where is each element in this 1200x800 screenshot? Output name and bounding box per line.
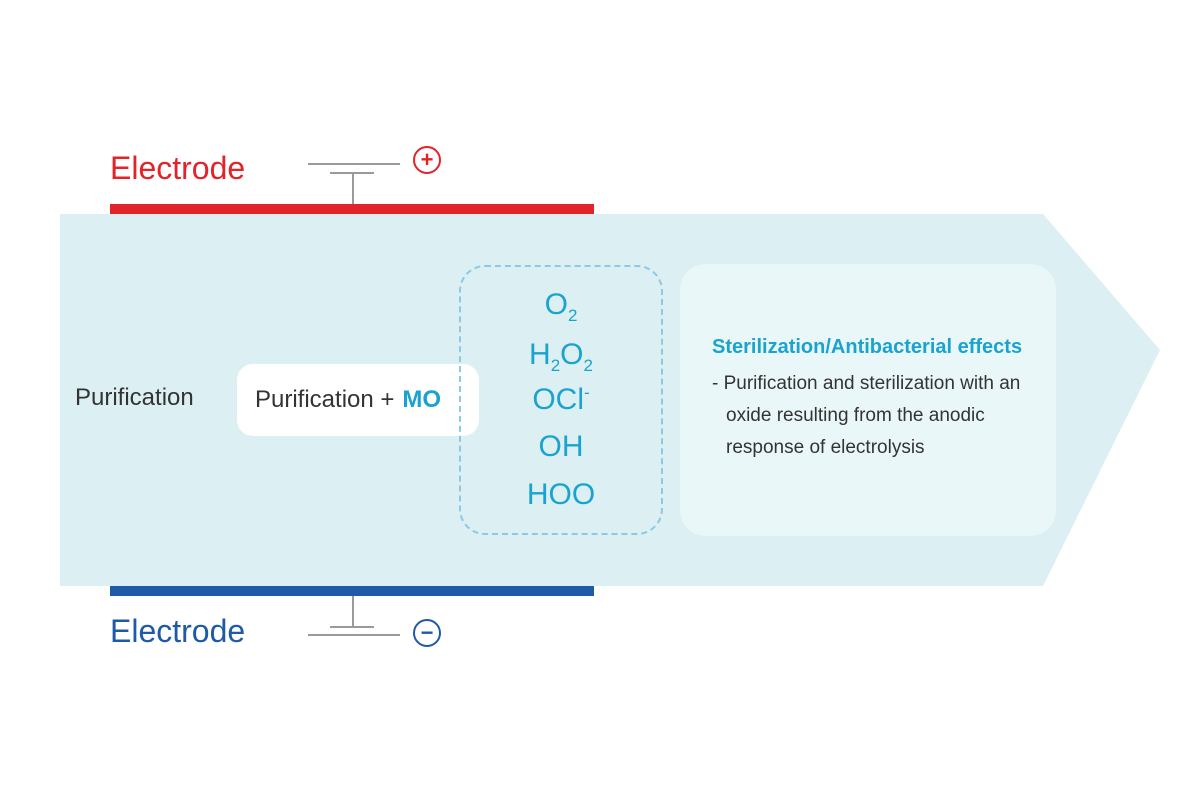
positive-electrode-plate [110, 204, 594, 214]
bottom-wire-vertical [352, 596, 354, 626]
effects-title: Sterilization/Antibacterial effects [712, 336, 1023, 358]
purification-mo-box: Purification + MO [237, 364, 479, 436]
effects-card [680, 264, 1056, 536]
species-o2: O2 [544, 288, 578, 325]
mo-highlight: MO [402, 386, 442, 413]
top-wire-vertical [352, 172, 354, 204]
top-wire-long [308, 163, 400, 165]
purification-label: Purification [75, 384, 194, 411]
species-oh: OH [538, 430, 584, 463]
negative-electrode-plate [110, 586, 594, 596]
electrode-bottom-label: Electrode [110, 613, 246, 649]
species-h2o2: H2O2 [529, 338, 593, 375]
effects-description: - Purification and sterilization with an… [712, 373, 1021, 458]
electrode-top-label: Electrode [110, 150, 246, 186]
bottom-wire-long [308, 634, 400, 636]
negative-terminal-icon: − [413, 619, 441, 647]
oxidant-species-box [459, 265, 663, 535]
bottom-wire-short [330, 626, 374, 628]
purification-mo-text: Purification + [255, 386, 395, 413]
positive-terminal-icon: + [413, 146, 441, 174]
species-hoo: HOO [526, 478, 596, 511]
species-ocl: OCl- [532, 383, 590, 416]
